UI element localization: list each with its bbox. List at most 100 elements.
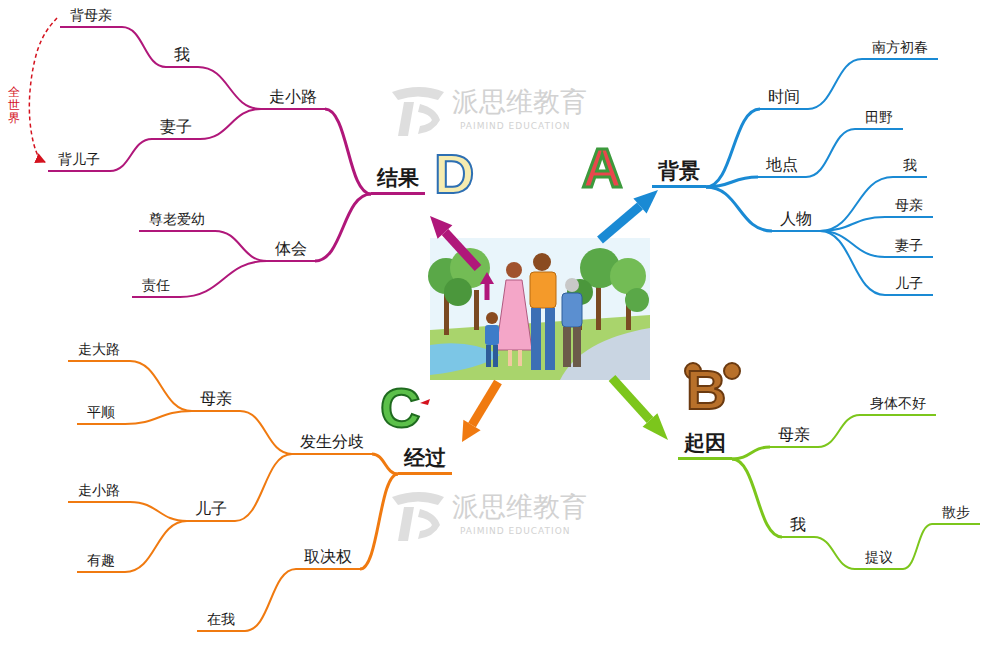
subtopic: 取决权: [296, 548, 360, 570]
topic-text: 体会: [275, 240, 307, 258]
topic-text: 身体不好: [870, 396, 926, 412]
branch-line: [820, 217, 885, 231]
leaf-topic: 走大路: [68, 342, 130, 362]
subtopic: 走小路: [261, 88, 325, 110]
branch-topic: 起因: [678, 431, 732, 460]
leaf-topic: 有趣: [77, 553, 125, 573]
topic-text: 母亲: [778, 426, 810, 444]
topic-text: 地点: [766, 156, 798, 174]
leaf-topic: 妻子: [885, 238, 933, 258]
branch-line: [122, 27, 166, 67]
letter-icon: D: [434, 146, 474, 202]
topic-text: 取决权: [304, 548, 352, 566]
topic-text: 时间: [768, 88, 800, 106]
edge-label: 全世界: [8, 86, 20, 126]
topic-text: 人物: [780, 210, 812, 228]
subtopic: 母亲: [770, 426, 818, 448]
branch-line: [325, 109, 371, 194]
subtopic: 我: [166, 46, 198, 68]
leaf-topic: 散步: [932, 505, 980, 525]
leaf-topic: 尊老爱幼: [139, 212, 215, 232]
leaf-topic: 母亲: [885, 198, 933, 218]
branch-line: [820, 231, 885, 257]
branch-line: [818, 415, 860, 447]
branch-line: [820, 231, 885, 295]
watermark: 派思维教育: [452, 88, 587, 115]
branch-line: [125, 411, 192, 424]
topic-text: 走小路: [78, 483, 120, 499]
topic-text: 母亲: [200, 390, 232, 408]
branch-line: [360, 474, 398, 569]
watermark: PAIMIND EDUCATION: [460, 122, 571, 131]
subtopic: 妻子: [152, 118, 200, 140]
leaf-topic: 背母亲: [60, 8, 122, 28]
branch-line: [706, 187, 772, 231]
watermark: PAIMIND EDUCATION: [460, 527, 571, 536]
branch-line: [215, 231, 267, 261]
branch-line: [806, 129, 855, 177]
leaf-topic: 儿子: [885, 276, 933, 296]
branch-line: [315, 194, 371, 261]
branch-line: [130, 502, 187, 521]
topic-text: 背母亲: [70, 8, 112, 24]
leaf-topic: 提议: [855, 550, 903, 570]
leaf-topic: 我: [893, 158, 927, 178]
leaf-topic: 走小路: [68, 483, 130, 503]
leaf-topic: 田野: [855, 110, 903, 130]
topic-text: 母亲: [895, 198, 923, 214]
subtopic: 我: [782, 516, 814, 538]
topic-text: 有趣: [87, 553, 115, 569]
dashed-arrow: [29, 18, 57, 162]
branch-line: [110, 139, 152, 171]
watermark: 派思维教育: [452, 493, 587, 520]
topic-text: 田野: [865, 110, 893, 126]
branch-line: [706, 109, 760, 187]
branch-line: [820, 177, 893, 231]
topic-text: 平顺: [87, 405, 115, 421]
leaf-topic: 背儿子: [48, 152, 110, 172]
branch-line: [240, 411, 292, 454]
topic-text: 我: [790, 516, 806, 534]
topic-text: 提议: [865, 550, 893, 566]
subtopic: 地点: [758, 156, 806, 178]
letter-icon: A: [582, 140, 622, 196]
topic-text: 起因: [684, 431, 726, 455]
topic-text: 我: [903, 158, 917, 174]
leaf-topic: 责任: [132, 278, 180, 298]
branch-line: [814, 537, 855, 569]
topic-text: 背景: [658, 159, 700, 183]
topic-text: 发生分歧: [300, 433, 364, 451]
branch-line: [706, 177, 758, 187]
topic-text: 我: [174, 46, 190, 64]
topic-text: 责任: [142, 278, 170, 294]
branch-line: [732, 459, 782, 537]
branch-topic: 背景: [652, 159, 706, 188]
subtopic: 母亲: [192, 390, 240, 412]
topic-text: 南方初春: [872, 40, 928, 56]
subtopic: 时间: [760, 88, 808, 110]
topic-text: 结果: [377, 166, 419, 190]
topic-text: 在我: [207, 612, 235, 628]
branch-line: [808, 59, 862, 109]
branch-line: [200, 109, 261, 139]
leaf-topic: 身体不好: [860, 396, 936, 416]
topic-text: 散步: [942, 505, 970, 521]
subtopic: 体会: [267, 240, 315, 262]
branch-line: [732, 447, 770, 459]
leaf-topic: 南方初春: [862, 40, 938, 60]
topic-text: 背儿子: [58, 152, 100, 168]
subtopic: 发生分歧: [292, 433, 372, 455]
branch-line: [198, 67, 261, 109]
topic-text: 妻子: [160, 118, 192, 136]
topic-text: 走小路: [269, 88, 317, 106]
branch-topic: 经过: [398, 446, 452, 475]
branch-line: [372, 454, 398, 474]
leaf-topic: 平顺: [77, 405, 125, 425]
family-walk-picture: [428, 238, 650, 380]
branch-topic: 结果: [371, 166, 425, 195]
branch-line: [130, 361, 192, 411]
branch-arrow: [430, 190, 668, 442]
topic-text: 尊老爱幼: [149, 212, 205, 228]
branch-line: [180, 261, 267, 297]
topic-text: 经过: [404, 446, 446, 470]
